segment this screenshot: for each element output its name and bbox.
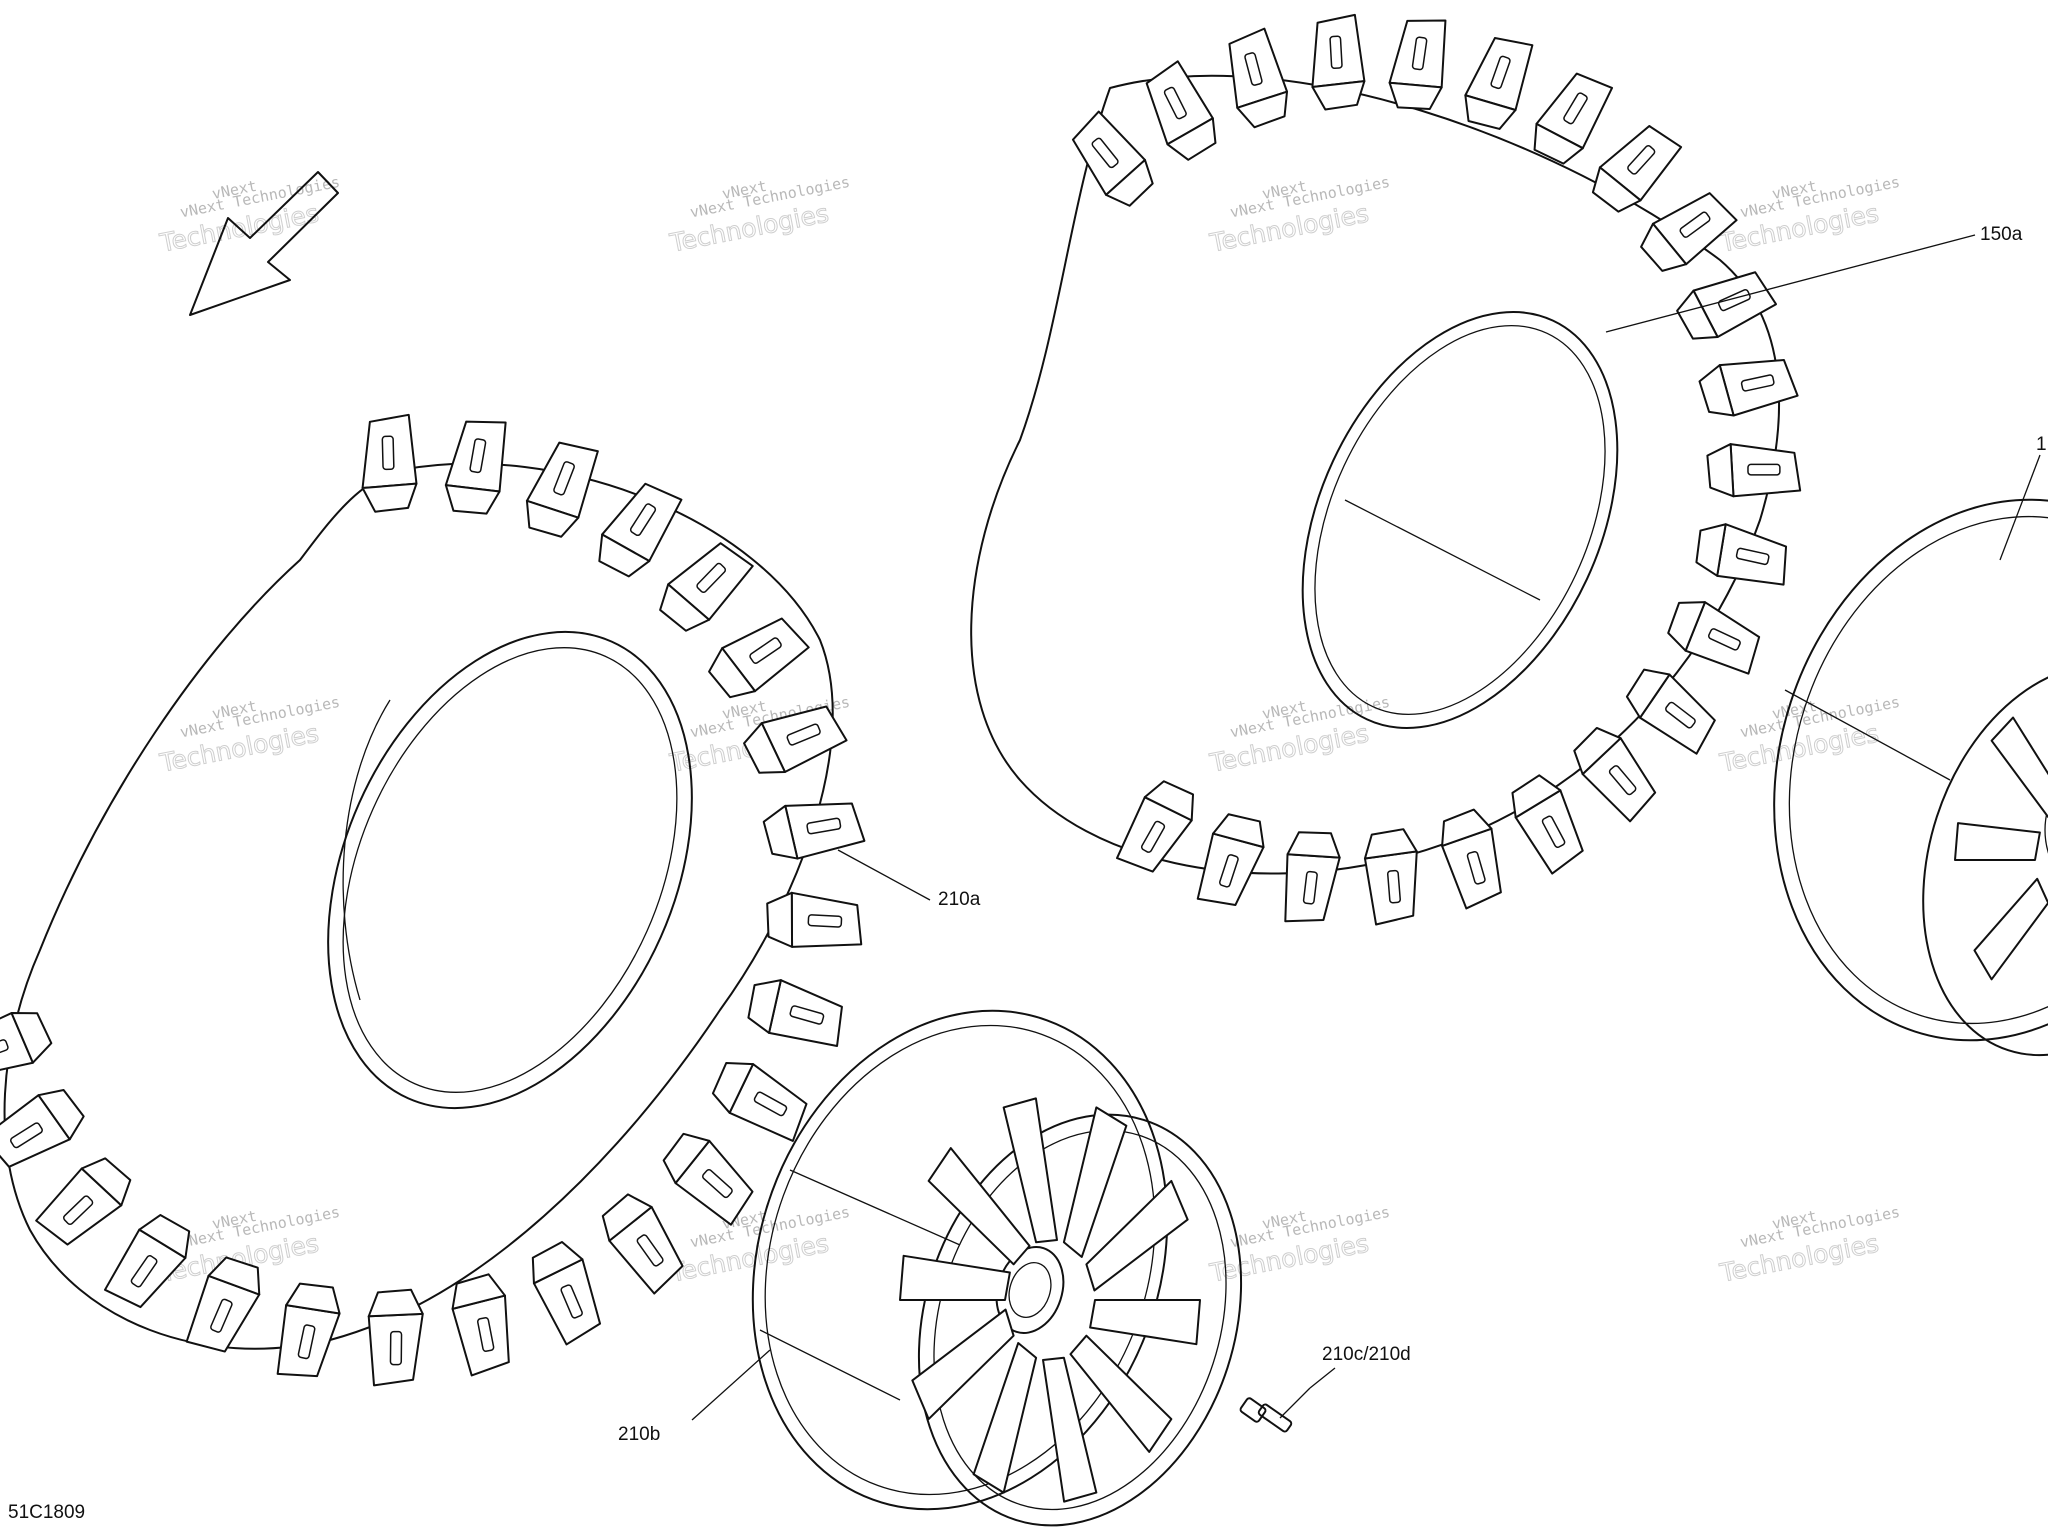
callout-front-tire: 210a bbox=[938, 889, 981, 910]
wheel-spoke bbox=[1062, 1106, 1128, 1258]
tread-lug bbox=[1640, 192, 1738, 272]
tread-lug bbox=[1363, 828, 1418, 926]
wheel-spoke bbox=[972, 1342, 1038, 1494]
tread-lug bbox=[1196, 813, 1265, 907]
tread-lug bbox=[367, 1288, 424, 1387]
tread-lug bbox=[1667, 601, 1761, 675]
tread-lug bbox=[1698, 359, 1799, 417]
wheel-spoke bbox=[899, 1254, 1011, 1301]
rear-tire bbox=[970, 13, 1802, 926]
tread-lug bbox=[601, 1193, 684, 1295]
wheel-spoke bbox=[911, 1308, 1015, 1421]
tread-lug bbox=[1228, 27, 1289, 129]
tread-lug bbox=[1464, 37, 1534, 130]
tread-lug bbox=[0, 1089, 85, 1168]
callout-front-wheel: 210b bbox=[618, 1424, 660, 1445]
tread-lug bbox=[662, 1132, 754, 1226]
wheel-spoke bbox=[1002, 1097, 1058, 1244]
tread-lug bbox=[531, 1241, 602, 1346]
tread-lug bbox=[711, 1062, 808, 1142]
tread-lug bbox=[1388, 19, 1447, 111]
tread-lug bbox=[762, 802, 866, 860]
tread-lug bbox=[1706, 443, 1802, 498]
tread-lug bbox=[361, 413, 418, 513]
tread-lug bbox=[1676, 271, 1778, 340]
tread-lug bbox=[451, 1273, 510, 1377]
tread-lug bbox=[1284, 831, 1341, 923]
tread-lug bbox=[1071, 110, 1154, 207]
tread-lug bbox=[1573, 726, 1657, 823]
tread-lug bbox=[1591, 125, 1683, 213]
callout-rear-tire: 150a bbox=[1980, 224, 2023, 245]
tread-lug bbox=[185, 1256, 261, 1353]
wheel-spoke bbox=[1085, 1179, 1189, 1292]
tread-lug bbox=[1695, 523, 1788, 586]
tread-lug bbox=[35, 1157, 132, 1246]
tread-lug bbox=[708, 617, 810, 699]
callout-valve: 210c/210d bbox=[1322, 1344, 1411, 1365]
tread-lug bbox=[1116, 780, 1195, 873]
tread-lug bbox=[1441, 808, 1502, 910]
front-wheel bbox=[751, 1009, 1243, 1527]
drawing-number: 51C1809 bbox=[8, 1502, 85, 1523]
tread-lug bbox=[0, 1012, 53, 1078]
tread-lug bbox=[525, 441, 599, 538]
tread-lug bbox=[103, 1214, 191, 1309]
tread-lug bbox=[598, 482, 683, 578]
tread-lug bbox=[1145, 60, 1217, 161]
wheel-spoke bbox=[1990, 716, 2048, 819]
tread-lug bbox=[659, 542, 754, 632]
tread-lug bbox=[444, 420, 507, 515]
valve-stem bbox=[1239, 1387, 1311, 1433]
wheel-spoke bbox=[1954, 822, 2041, 861]
leader-lines bbox=[691, 234, 2041, 1421]
tread-lug bbox=[743, 705, 848, 774]
tread-lug bbox=[1533, 72, 1614, 165]
tread-lug bbox=[276, 1282, 341, 1378]
direction-arrow-icon bbox=[189, 171, 339, 316]
tread-lug bbox=[1625, 668, 1716, 755]
front-tire bbox=[0, 413, 866, 1387]
wheel-spoke bbox=[1089, 1299, 1201, 1346]
rear-wheel bbox=[1773, 498, 2048, 1057]
tread-lug bbox=[1311, 13, 1366, 111]
tread-lug bbox=[1511, 774, 1584, 875]
callout-rear-wheel: 1 bbox=[2036, 434, 2047, 455]
wheel-spoke bbox=[1069, 1334, 1173, 1453]
wheel-spoke bbox=[1042, 1356, 1098, 1503]
wheel-spoke bbox=[1973, 877, 2048, 981]
wheel-spoke bbox=[927, 1147, 1031, 1266]
tread-lug bbox=[747, 979, 843, 1047]
tread-lug bbox=[766, 891, 863, 948]
